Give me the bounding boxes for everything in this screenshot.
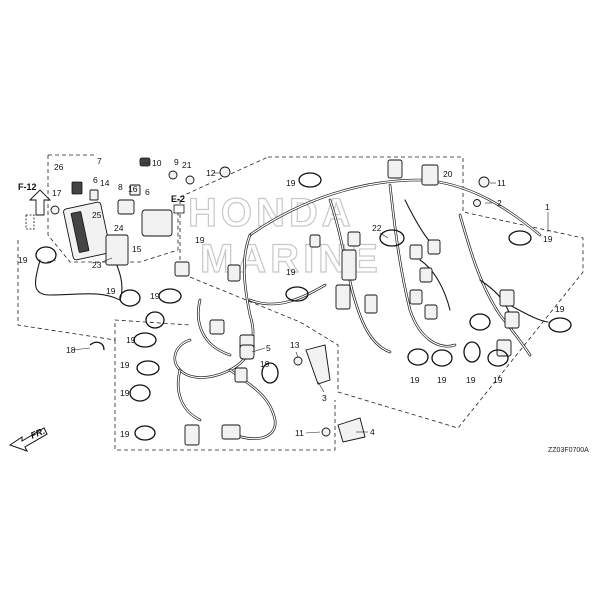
callout-20: 20	[443, 169, 453, 179]
clamp-group	[35, 172, 572, 441]
callout-19-p: 19	[466, 375, 476, 385]
callout-6: 6	[93, 175, 98, 185]
callout-19-h: 19	[106, 286, 116, 296]
diagram-code: ZZ03F0700A	[548, 447, 589, 454]
leader-lines	[46, 162, 549, 434]
callout-22: 22	[372, 223, 382, 233]
callout-19-j: 19	[120, 360, 130, 370]
assembly-outline-lower	[114, 340, 336, 451]
callout-26: 26	[54, 162, 64, 172]
callout-19-k: 19	[120, 388, 130, 398]
callout-15: 15	[132, 244, 142, 254]
callout-25: 25	[92, 210, 102, 220]
assembly-outline-main	[179, 156, 584, 429]
callout-19-m: 19	[260, 359, 270, 369]
callout-21: 21	[182, 160, 192, 170]
callout-numbers: 1 2 3 4 5 6 6 7 8 9 10 11 11 12 13 14 15…	[18, 156, 565, 439]
callout-23: 23	[92, 260, 102, 270]
callout-2: 2	[497, 198, 502, 208]
callout-19-c: 19	[555, 304, 565, 314]
callout-19-q: 19	[493, 375, 503, 385]
callout-17: 17	[52, 188, 62, 198]
callout-6b: 6	[145, 187, 150, 197]
callout-8: 8	[118, 182, 123, 192]
reference-arrow-icon	[25, 189, 52, 230]
callout-9: 9	[174, 157, 179, 167]
callout-19-l: 19	[120, 429, 130, 439]
control-unit-group	[63, 181, 173, 266]
main-wire-harness	[173, 178, 542, 440]
callout-19-e: 19	[195, 235, 205, 245]
callout-19-d: 19	[18, 255, 28, 265]
callout-12: 12	[206, 168, 216, 178]
ref-f12-label: F-12	[18, 182, 37, 192]
e2-reference-box	[173, 204, 185, 214]
callout-19-a: 19	[286, 178, 296, 188]
callout-19-g: 19	[150, 291, 160, 301]
callout-24: 24	[114, 223, 124, 233]
callout-19-f: 19	[286, 267, 296, 277]
callout-19-i: 19	[126, 335, 136, 345]
callout-10: 10	[152, 158, 162, 168]
assembly-outline-control	[47, 155, 179, 263]
callout-19-n: 19	[410, 375, 420, 385]
callout-16: 16	[128, 184, 138, 194]
callout-11: 11	[497, 178, 506, 188]
callout-14: 14	[100, 178, 110, 188]
callout-11b: 11	[295, 428, 304, 438]
callout-1: 1	[545, 202, 550, 212]
callout-7: 7	[97, 156, 102, 166]
callout-13: 13	[290, 340, 300, 350]
watermark-line-1: HONDA	[188, 191, 355, 235]
ref-e2-label: E-2	[171, 194, 185, 204]
bolts-and-fasteners	[50, 157, 490, 443]
callout-19-b: 19	[543, 234, 553, 244]
callout-3: 3	[322, 393, 327, 403]
front-direction-arrow-icon	[8, 427, 48, 452]
callout-4: 4	[370, 427, 375, 437]
callout-19-o: 19	[437, 375, 447, 385]
callout-18: 18	[66, 345, 76, 355]
callout-5: 5	[266, 343, 271, 353]
assembly-outline-left	[17, 240, 191, 341]
harness-connectors	[174, 159, 520, 446]
